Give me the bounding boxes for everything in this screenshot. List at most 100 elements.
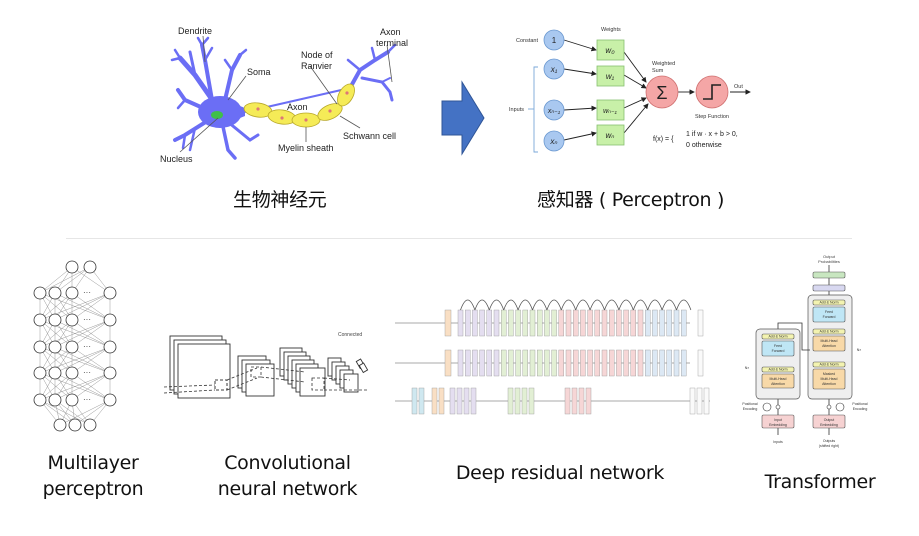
mlp-connection bbox=[71, 319, 111, 348]
caption-biological-neuron: 生物神经元 bbox=[233, 189, 327, 211]
vgg-conv-block bbox=[696, 387, 703, 415]
mlp-neuron bbox=[33, 393, 47, 407]
biological-neuron-diagram: Dendrite Soma Nucleus Axon Axon terminal… bbox=[160, 26, 408, 164]
label-weighted-sum-1: Weighted bbox=[652, 61, 675, 67]
resnet-conv-block bbox=[681, 349, 687, 377]
resnet-conv-block bbox=[652, 309, 658, 337]
mlp-connection bbox=[71, 292, 111, 321]
caption-cnn: Convolutional neural network bbox=[205, 450, 370, 502]
step-function-icon bbox=[703, 84, 721, 100]
input-node-x1 bbox=[543, 58, 565, 80]
label-constant: Constant bbox=[516, 38, 538, 44]
label-axon-terminal-1: Axon bbox=[380, 27, 401, 37]
tf-encoder-nx: N× bbox=[745, 366, 750, 370]
mlp-connection bbox=[74, 399, 111, 426]
caption-mlp: Multilayer perceptron bbox=[28, 450, 158, 502]
tf-dec-masked-mha-1: Multi-Head bbox=[821, 377, 838, 381]
label-soma: Soma bbox=[247, 67, 271, 77]
input-node-xn-1 bbox=[543, 99, 565, 121]
mlp-neuron bbox=[103, 393, 117, 407]
tf-dec-ff-1: Feed bbox=[825, 310, 833, 314]
resnet-skip-connection bbox=[676, 299, 692, 311]
weight-box-w1 bbox=[596, 65, 625, 87]
vgg-conv-block bbox=[571, 387, 578, 415]
caption-transformer: Transformer bbox=[764, 471, 876, 493]
mlp-neuron bbox=[83, 260, 97, 274]
resnet-conv-block bbox=[536, 309, 543, 337]
formula-case-2: 0 otherwise bbox=[686, 142, 722, 149]
mlp-neuron bbox=[48, 340, 62, 354]
resnet-skip-connection bbox=[532, 299, 548, 311]
right-arrow-icon bbox=[441, 80, 485, 156]
mlp-neuron bbox=[65, 393, 79, 407]
label-myelin-sheath: Myelin sheath bbox=[278, 143, 334, 153]
resnet-conv-block bbox=[630, 349, 637, 377]
resnet-conv-block bbox=[652, 349, 658, 377]
tf-dec-mha-1: Multi-Head bbox=[821, 339, 838, 343]
tf-dec-add-norm-1: Add & Norm bbox=[819, 301, 838, 305]
cnn-diagram: Connected bbox=[163, 332, 369, 399]
formula-lhs: f(x) = { bbox=[653, 136, 674, 143]
mlp-neuron bbox=[65, 313, 79, 327]
tf-pos-enc-left-1: Positional bbox=[742, 402, 757, 406]
mlp-connection bbox=[71, 346, 111, 374]
vgg-conv-block bbox=[703, 387, 710, 415]
tf-label-inputs: Inputs bbox=[773, 440, 783, 444]
section-divider bbox=[66, 238, 852, 239]
mlp-connection bbox=[54, 292, 111, 321]
vgg-conv-block bbox=[411, 387, 418, 415]
vgg-conv-block bbox=[456, 387, 463, 415]
tf-pos-enc-right-1: Positional bbox=[852, 402, 867, 406]
tf-enc-mha-2: Attention bbox=[771, 382, 785, 386]
vgg-conv-block bbox=[689, 387, 696, 415]
label-weights: Weights bbox=[601, 27, 621, 33]
resnet-conv-block bbox=[536, 349, 543, 377]
resnet-conv-block bbox=[464, 349, 471, 377]
mlp-connection bbox=[71, 266, 111, 294]
label-schwann-cell: Schwann cell bbox=[343, 131, 396, 141]
mlp-connection bbox=[39, 319, 73, 348]
tf-enc-ff-2: Forward bbox=[772, 349, 785, 353]
tf-dec-mha-2: Attention bbox=[822, 344, 836, 348]
resnet-conv-block bbox=[644, 309, 651, 337]
resnet-conv-block bbox=[500, 349, 507, 377]
resnet-conv-block bbox=[637, 309, 644, 337]
mlp-neuron bbox=[65, 286, 79, 300]
resnet-conv-block bbox=[601, 349, 608, 377]
vgg-conv-block bbox=[514, 387, 521, 415]
mlp-diagram: ··············· bbox=[33, 260, 117, 432]
mlp-ellipsis: ··· bbox=[83, 315, 91, 324]
resnet-conv-block bbox=[580, 349, 586, 377]
resnet-conv-block bbox=[551, 309, 557, 337]
resnet-conv-block bbox=[508, 309, 514, 337]
resnet-skip-connection bbox=[517, 299, 533, 311]
caption-cnn-line-1: Convolutional bbox=[224, 452, 351, 474]
input-node-constant bbox=[543, 29, 565, 51]
mlp-neuron bbox=[65, 340, 79, 354]
resnet-fc-block bbox=[697, 349, 704, 377]
tf-dec-masked: Masked bbox=[823, 372, 835, 376]
caption-mlp-line-2: perceptron bbox=[42, 478, 144, 500]
tf-output-emb-1: Output bbox=[824, 418, 835, 422]
weight-w0-label: w₀ bbox=[605, 46, 615, 55]
tf-encoder-block bbox=[755, 328, 801, 400]
tf-label-outputs-1: Outputs bbox=[823, 439, 836, 443]
neuron-nucleus bbox=[211, 111, 223, 119]
input-node-xn bbox=[543, 130, 565, 152]
resnet-conv-block bbox=[594, 349, 601, 377]
label-node-of-ranvier-2: Ranvier bbox=[301, 61, 332, 71]
resnet-skip-connection bbox=[632, 299, 649, 311]
resnet-conv-block bbox=[608, 349, 615, 377]
vgg-conv-block bbox=[585, 387, 592, 415]
resnet-skip-connection bbox=[589, 299, 605, 311]
resnet-skip-connection bbox=[546, 299, 562, 311]
sigma-symbol: Σ bbox=[656, 83, 667, 103]
label-node-of-ranvier-1: Node of bbox=[301, 50, 333, 60]
tf-decoder-nx: N× bbox=[857, 348, 862, 352]
resnet-skip-connection bbox=[647, 299, 663, 311]
resnet-conv-block bbox=[673, 349, 680, 377]
resnet-conv-block bbox=[515, 309, 521, 337]
mlp-connection bbox=[54, 266, 91, 294]
resnet-conv-block bbox=[587, 349, 593, 377]
resnet-conv-block bbox=[529, 349, 536, 377]
